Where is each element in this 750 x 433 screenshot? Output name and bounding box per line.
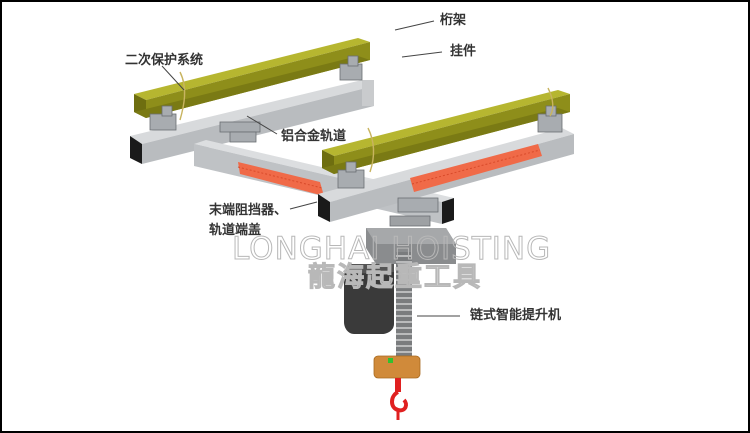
back-truss-beam — [134, 38, 370, 118]
hook — [390, 378, 408, 420]
front-cable-festoon — [410, 144, 542, 192]
hoist-gearbox — [366, 228, 456, 264]
hook-block — [373, 355, 421, 379]
back-hangers — [149, 55, 363, 143]
label-truss: 桁架 — [440, 13, 467, 28]
watermark-english: LONGHAI HOISTING — [231, 231, 552, 267]
front-hangers — [337, 105, 563, 213]
label-secondary-protection: 二次保护系统 — [125, 53, 204, 68]
label-chain-hoist: 链式智能提升机 — [470, 308, 562, 323]
front-safety-wire-2 — [547, 87, 554, 117]
front-safety-wire — [367, 127, 375, 173]
trolley — [389, 215, 431, 227]
label-aluminum-rail: 铝合金轨道 — [281, 129, 347, 144]
label-end-stop: 末端阻挡器、 — [209, 203, 288, 218]
leader-lines — [161, 20, 460, 317]
hoist-motor — [344, 264, 394, 334]
chain-spring-guide — [396, 252, 412, 356]
back-safety-wire — [179, 71, 186, 121]
label-hanger: 挂件 — [450, 44, 477, 59]
indicator-light — [388, 358, 393, 363]
watermark-chinese: 龍海起重工具 — [308, 262, 482, 293]
label-rail-end-cap: 轨道端盖 — [209, 223, 262, 238]
bridge-cable-festoon — [237, 162, 324, 196]
front-truss-beam — [322, 90, 570, 174]
